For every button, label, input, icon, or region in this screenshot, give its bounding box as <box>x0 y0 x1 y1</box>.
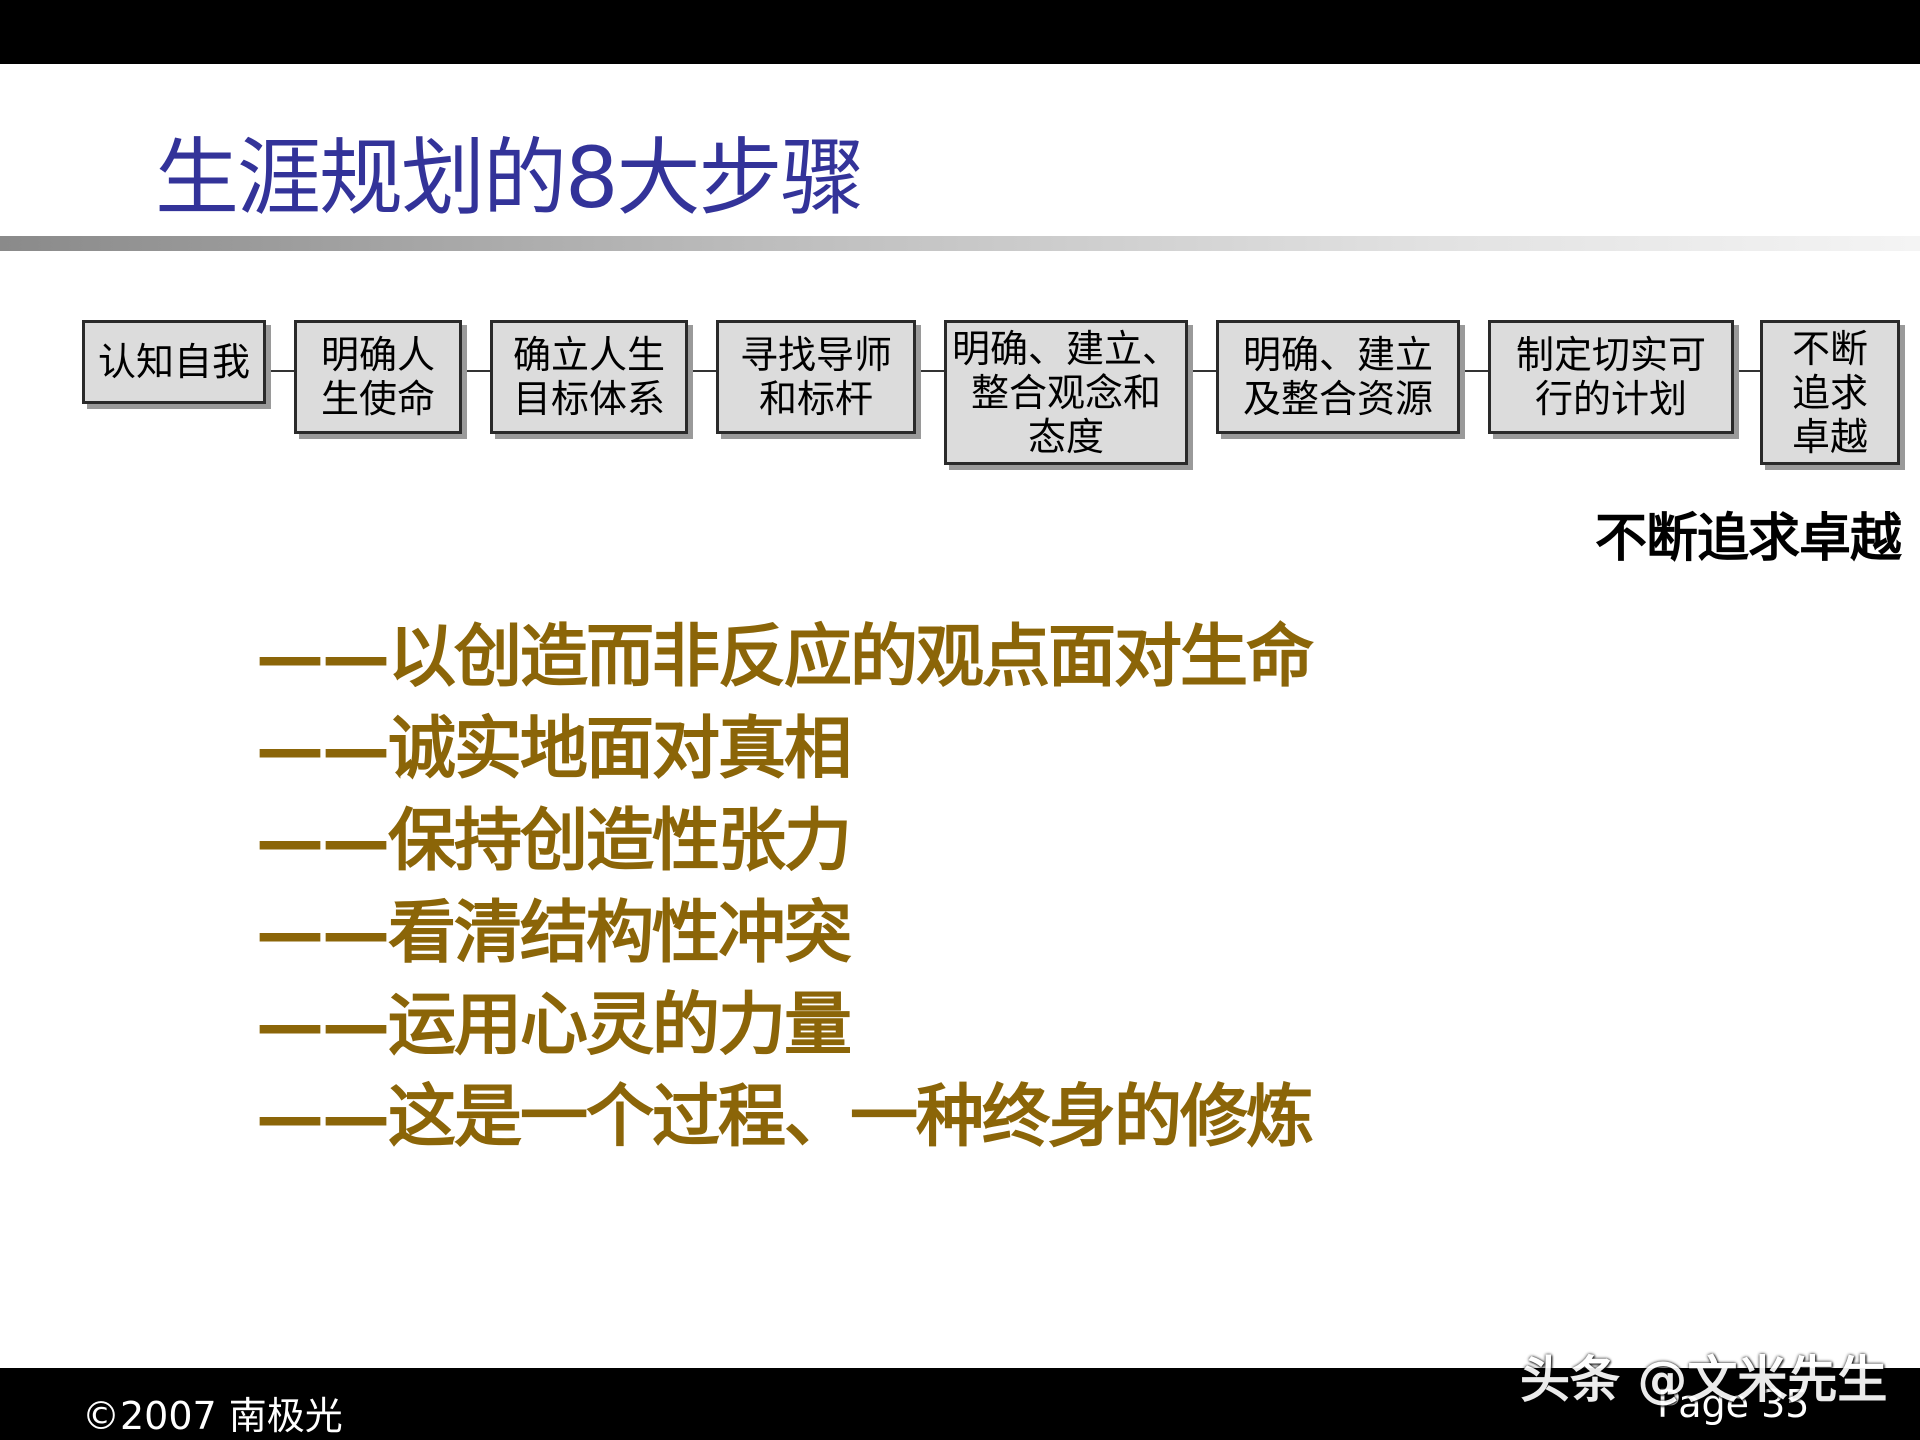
step-box-2: 明确人 生使命 <box>294 320 462 434</box>
principle-item: ——诚实地面对真相 <box>256 710 852 789</box>
principle-item: ——运用心灵的力量 <box>256 986 852 1065</box>
principles-list: ——以创造而非反应的观点面对生命 ——诚实地面对真相 ——保持创造性张力 ——看… <box>256 612 1314 1164</box>
step-label-3: 确立人生 目标体系 <box>512 333 665 421</box>
step-label-6: 明确、建立 及整合资源 <box>1242 333 1433 421</box>
principle-item: ——看清结构性冲突 <box>256 894 852 973</box>
top-bar <box>0 0 1920 64</box>
step-label-5: 明确、建立、 整合观念和 态度 <box>951 326 1180 459</box>
page-number: Page 35 <box>1657 1382 1810 1426</box>
principle-item: ——以创造而非反应的观点面对生命 <box>256 618 1314 697</box>
step-label-8: 不断 追求 卓越 <box>1791 326 1868 459</box>
step-label-7: 制定切实可 行的计划 <box>1515 333 1706 421</box>
copyright-text: ©2007 南极光 <box>82 1394 343 1438</box>
step-box-4: 寻找导师 和标杆 <box>716 320 916 434</box>
tagline: 不断追求卓越 <box>1594 509 1902 569</box>
watermark-text: 头条 @文米先生 <box>1520 1351 1888 1409</box>
step-label-2: 明确人 生使命 <box>320 333 435 421</box>
principle-item: ——这是一个过程、一种终身的修炼 <box>256 1078 1314 1157</box>
step-label-1: 认知自我 <box>97 340 250 384</box>
title-divider <box>0 236 1920 251</box>
principle-item: ——保持创造性张力 <box>256 802 852 881</box>
step-box-5: 明确、建立、 整合观念和 态度 <box>944 320 1188 465</box>
step-box-6: 明确、建立 及整合资源 <box>1216 320 1460 434</box>
step-box-3: 确立人生 目标体系 <box>490 320 688 434</box>
step-box-8: 不断 追求 卓越 <box>1760 320 1900 465</box>
step-box-7: 制定切实可 行的计划 <box>1488 320 1734 434</box>
footer-bar <box>0 1368 1920 1440</box>
step-label-4: 寻找导师 和标杆 <box>739 333 892 421</box>
slide-title: 生涯规划的8大步骤 <box>155 129 864 227</box>
step-box-1: 认知自我 <box>82 320 266 404</box>
